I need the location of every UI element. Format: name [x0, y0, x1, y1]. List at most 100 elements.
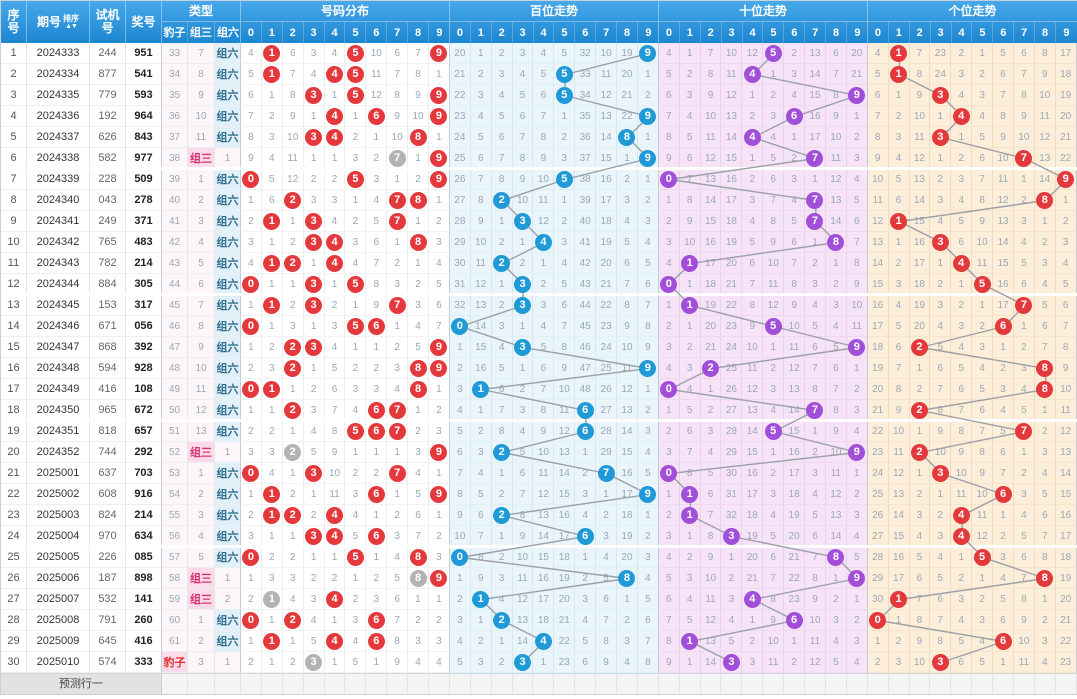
miss-count: 8 [979, 446, 985, 458]
miss-count: 2 [665, 425, 672, 437]
miss-count: 2 [916, 488, 923, 500]
miss-count: 8 [289, 89, 296, 101]
digit-header: 7 [805, 22, 827, 44]
dist-cell: 0 [241, 610, 262, 631]
miss-count: 6 [1000, 614, 1006, 626]
miss-count: 11 [830, 467, 842, 479]
miss-count: 2 [269, 110, 275, 122]
dist-cell: 1 [429, 463, 450, 484]
shi-cell: 6 [658, 589, 680, 610]
shi-cell: 2 [658, 316, 680, 337]
miss-count: 3 [394, 530, 400, 542]
type-cell: 组三 [188, 148, 215, 169]
miss-count: 30 [454, 257, 466, 269]
bai-cell: 6 [637, 274, 659, 295]
type-cell: 组六 [215, 526, 241, 547]
miss-count: 4 [791, 89, 797, 101]
dist-cell: 5 [241, 64, 262, 85]
shi-cell: 5 [763, 316, 785, 337]
shi-cell: 9 [784, 295, 806, 316]
prediction-cell [763, 674, 785, 694]
miss-count: 2 [352, 593, 359, 605]
period-cell: 2024341 [27, 211, 90, 232]
dist-cell: 3 [366, 379, 388, 400]
shi-cell: 4 [742, 64, 764, 85]
number-ball: 3 [305, 464, 323, 482]
dist-cell: 5 [324, 358, 346, 379]
miss-count: 18 [537, 614, 549, 626]
number-ball: 4 [326, 233, 343, 251]
shi-cell: 10 [846, 295, 868, 316]
dist-cell: 9 [387, 106, 409, 127]
bai-cell: 1 [596, 484, 618, 505]
miss-count: 3 [749, 656, 756, 668]
ge-cell: 4 [972, 358, 994, 379]
shi-cell: 11 [805, 631, 826, 652]
miss-count: 35 [579, 110, 591, 122]
ge-cell: 7 [1034, 526, 1056, 547]
miss-count: 5 [853, 551, 860, 563]
sort-control[interactable]: 排序 ▲▼ [63, 14, 79, 30]
miss-count: 7 [665, 614, 672, 626]
miss-count: 10 [955, 467, 967, 479]
miss-count: 9 [1021, 110, 1027, 122]
bai-cell: 14 [554, 463, 576, 484]
dist-cell: 7 [387, 211, 409, 232]
bai-cell: 4 [512, 421, 534, 442]
shi-cell: 8 [742, 295, 764, 316]
bai-cell: 5 [449, 652, 471, 673]
bai-cell: 1 [637, 169, 659, 190]
digit-header: 4 [534, 22, 555, 44]
ge-cell: 2 [888, 106, 910, 127]
shi-cell: 7 [846, 232, 868, 253]
digit-header: 1 [680, 22, 701, 44]
miss-count: 4 [833, 320, 839, 332]
bai-cell: 22 [596, 295, 618, 316]
dist-cell: 6 [366, 631, 388, 652]
shi-cell: 3 [658, 337, 680, 358]
ge-cell: 5 [930, 337, 952, 358]
ge-cell: 6 [993, 316, 1014, 337]
shi-cell: 9 [742, 316, 764, 337]
prize-number-cell: 509 [126, 169, 162, 190]
dist-cell: 1 [345, 442, 367, 463]
shi-cell: 17 [805, 127, 826, 148]
bai-cell: 16 [554, 505, 576, 526]
bai-cell: 5 [637, 589, 659, 610]
number-ball: 4 [952, 107, 970, 125]
miss-count: 3 [582, 488, 588, 500]
prediction-cell [408, 674, 430, 694]
type-cell: 7 [188, 43, 215, 64]
number-ball: 0 [660, 170, 678, 188]
miss-count: 3 [1000, 551, 1006, 563]
shi-cell: 11 [742, 358, 764, 379]
dist-cell: 3 [408, 295, 430, 316]
number-ball: 7 [1015, 422, 1033, 440]
shi-cell: 4 [846, 421, 868, 442]
period-cell: 2024343 [27, 253, 90, 274]
ge-cell: 8 [909, 64, 931, 85]
miss-count: 4 [853, 173, 860, 185]
ge-cell: 1 [993, 337, 1014, 358]
miss-count: 5 [895, 173, 902, 185]
dist-cell: 3 [387, 358, 409, 379]
bai-cell: 7 [491, 400, 513, 421]
ge-cell: 8 [993, 106, 1014, 127]
miss-count: 1 [394, 488, 400, 500]
miss-count: 7 [707, 47, 714, 59]
shi-cell: 1 [658, 400, 680, 421]
miss-count: 10 [537, 446, 549, 458]
shi-cell: 3 [825, 610, 847, 631]
bai-cell: 1 [470, 400, 492, 421]
type-cell: 35 [162, 85, 188, 106]
type-cell: 41 [162, 211, 188, 232]
bai-cell: 28 [449, 211, 471, 232]
dist-cell: 4 [324, 505, 346, 526]
dist-cell: 2 [429, 526, 450, 547]
header-units-label: 个位走势 [868, 1, 1077, 22]
number-ball: 5 [973, 548, 991, 566]
miss-count: 12 [195, 404, 207, 416]
ge-cell: 6 [951, 232, 973, 253]
shi-cell: 17 [700, 253, 722, 274]
type-cell: 4 [188, 526, 215, 547]
